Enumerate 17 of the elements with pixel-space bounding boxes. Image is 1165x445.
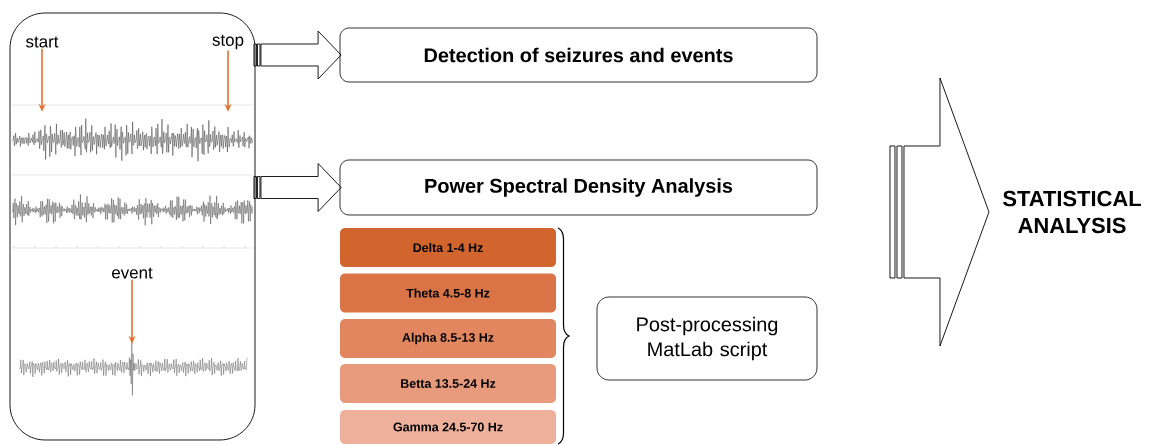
block-arrow <box>253 30 342 80</box>
process-box: Detection of seizures and events <box>339 27 818 83</box>
signal-label: stop <box>212 34 244 50</box>
frequency-band-bar: Gamma 24.5-70 Hz <box>340 410 556 444</box>
block-arrow <box>889 77 990 347</box>
frequency-band-bar: Alpha 8.5-13 Hz <box>340 319 556 358</box>
process-box: Post-processing MatLab script <box>596 296 818 381</box>
frequency-band-bar: Betta 13.5-24 Hz <box>340 364 556 403</box>
block-arrow <box>253 163 342 212</box>
signal-label: event <box>112 267 153 279</box>
result-text: STATISTICAL ANALYSIS <box>1003 190 1141 234</box>
process-box: Power Spectral Density Analysis <box>339 159 818 216</box>
frequency-band-bar: Delta 1-4 Hz <box>340 228 556 267</box>
frequency-band-bar: Theta 4.5-8 Hz <box>340 273 556 313</box>
recording-panel <box>9 12 256 441</box>
picture <box>11 118 253 162</box>
signal-label: start <box>26 36 59 48</box>
